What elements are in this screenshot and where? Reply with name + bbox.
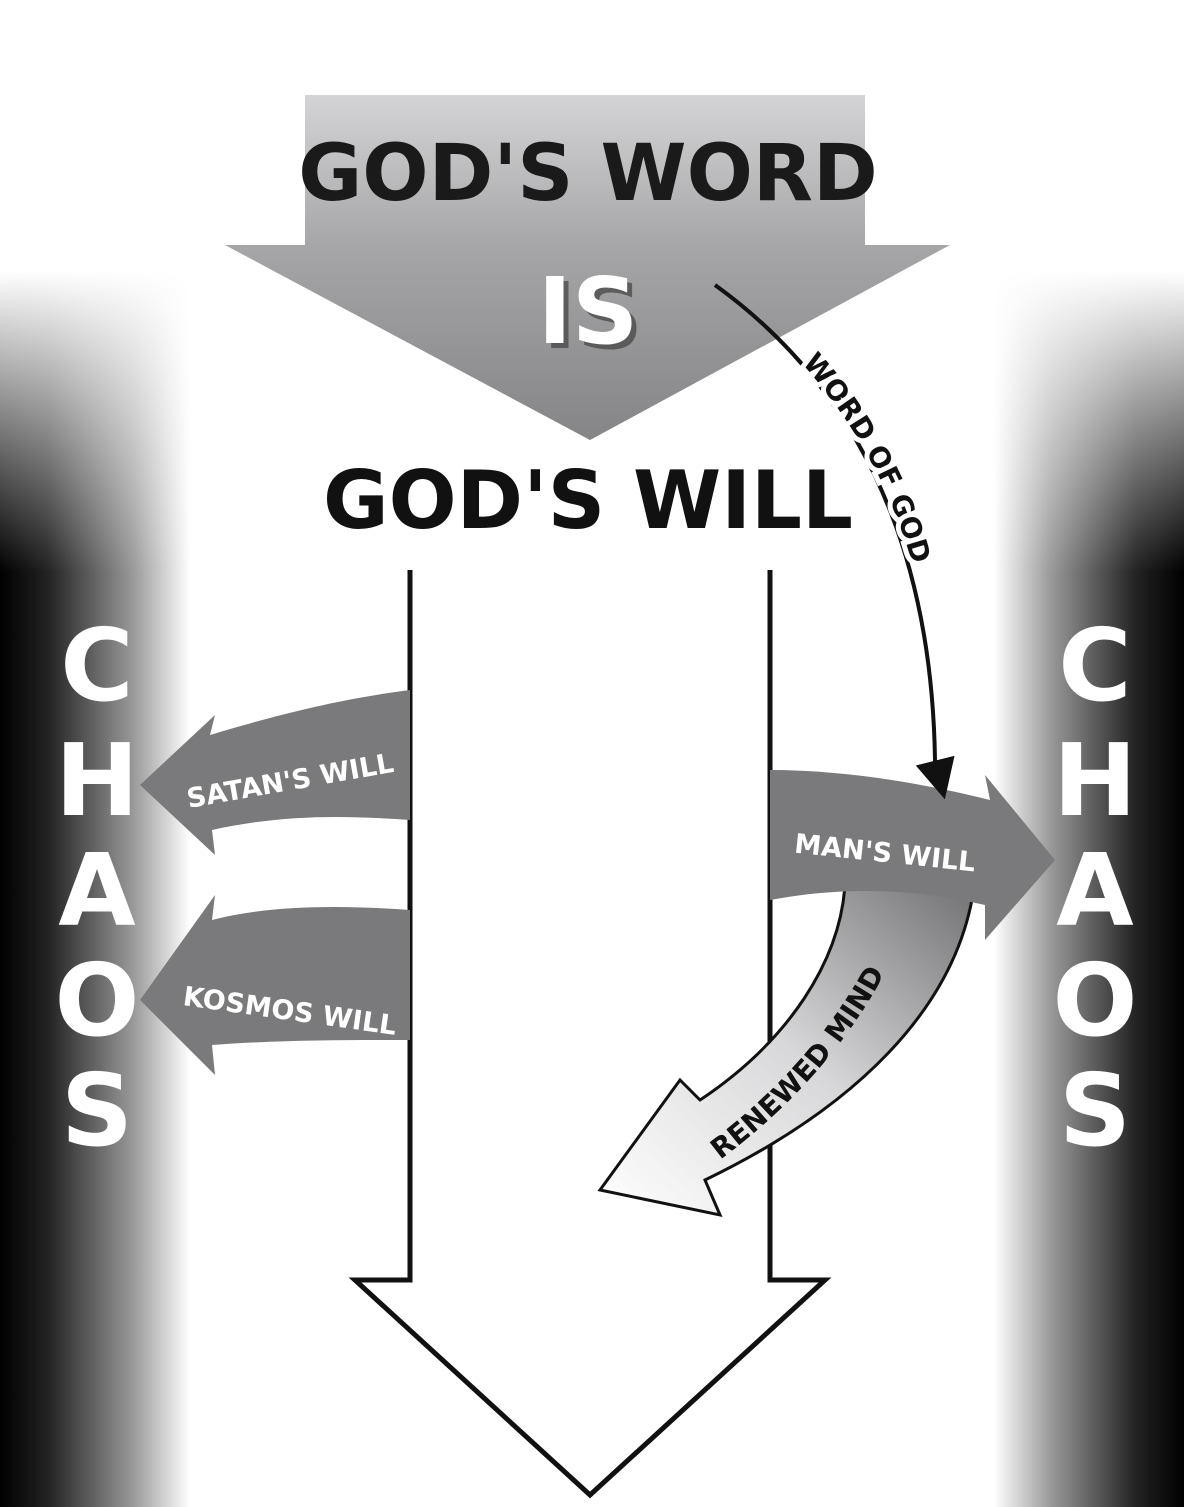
chaos-letter: A (58, 832, 135, 949)
chaos-letter: C (60, 607, 133, 724)
chaos-letter: S (1059, 1052, 1131, 1169)
satans-will-arrow (140, 690, 410, 855)
renewed-mind-arrow (597, 878, 977, 1218)
chaos-left: C H A O S (54, 607, 139, 1169)
chaos-letter: H (55, 722, 139, 839)
chaos-letter: C (1058, 607, 1131, 724)
gods-word-arrow (225, 95, 950, 440)
chaos-letter: O (54, 942, 139, 1059)
is-shadow: IS (543, 263, 644, 370)
mans-will-arrow (770, 770, 1055, 940)
word-of-god-connector (713, 283, 955, 800)
chaos-letter: H (1053, 722, 1137, 839)
gods-will-title: GOD'S WILL (323, 454, 853, 547)
is-label: IS (538, 258, 639, 365)
chaos-letter: A (1056, 832, 1133, 949)
kosmos-will-arrow (140, 895, 410, 1075)
chaos-right: C H A O S (1052, 607, 1137, 1169)
gods-will-arrow (348, 570, 832, 1499)
chaos-letter: O (1052, 942, 1137, 1059)
chaos-letter: S (61, 1052, 133, 1169)
gods-word-title: GOD'S WORD (298, 129, 877, 219)
